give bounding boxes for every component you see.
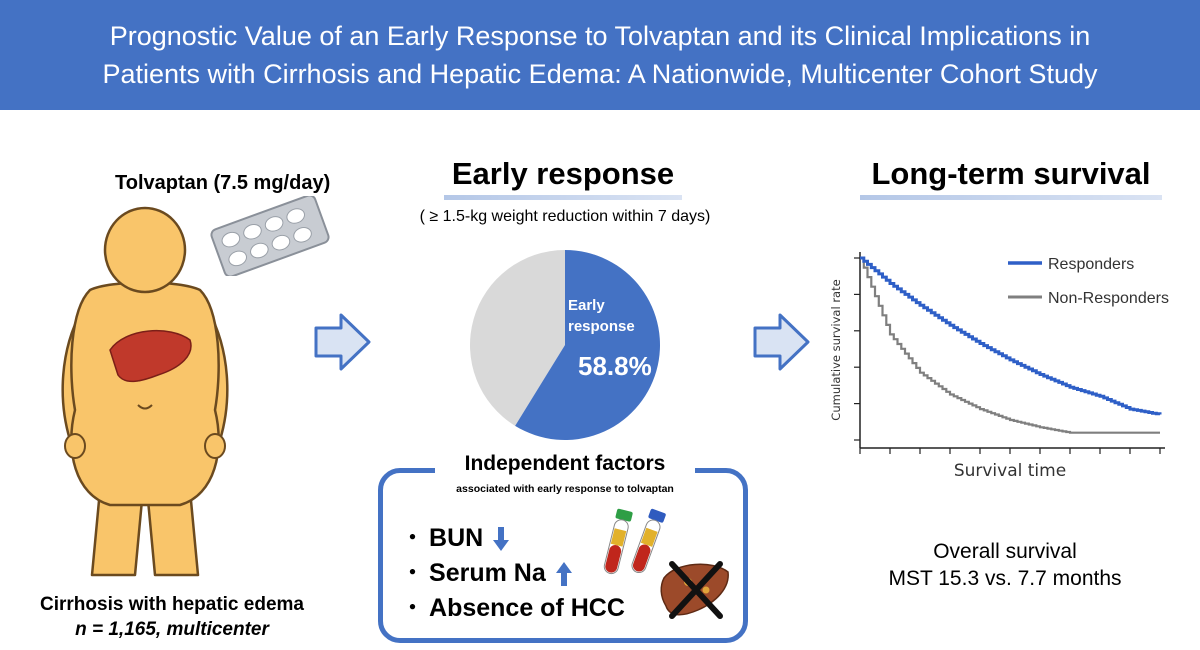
x-axis-label: Survival time bbox=[954, 461, 1066, 481]
factor-serum-na: ・Serum Na bbox=[400, 553, 572, 589]
response-criterion: ( ≥ 1.5-kg weight reduction within 7 day… bbox=[419, 208, 711, 225]
patient-figure-icon bbox=[61, 206, 229, 577]
liver-icon bbox=[109, 329, 192, 383]
pie-slice-early-response bbox=[515, 250, 660, 440]
y-axis-label: Cumulative survival rate bbox=[829, 279, 843, 420]
right-arrow-icon bbox=[753, 313, 810, 371]
title-line-2: Patients with Cirrhosis and Hepatic Edem… bbox=[102, 59, 1098, 89]
factor-label: Serum Na bbox=[429, 559, 546, 587]
factors-title: Independent factors bbox=[435, 452, 695, 476]
cohort-line-1: Cirrhosis with hepatic edema bbox=[40, 594, 304, 615]
pie-value-label: 58.8% bbox=[578, 351, 652, 381]
axis-ticks bbox=[854, 257, 1161, 454]
pie-slice-non-response bbox=[469, 250, 565, 426]
title-banner: Prognostic Value of an Early Response to… bbox=[0, 0, 1200, 110]
factors-subtitle: associated with early response to tolvap… bbox=[456, 483, 674, 495]
right-arrow-icon bbox=[314, 313, 371, 371]
factor-label: BUN bbox=[429, 524, 484, 552]
overall-survival-summary: Overall survival MST 15.3 vs. 7.7 months bbox=[840, 538, 1170, 592]
arrow-down-icon bbox=[493, 527, 510, 552]
title-line-1: Prognostic Value of an Early Response to… bbox=[109, 21, 1091, 51]
pie-label-line-1: Early bbox=[568, 297, 605, 314]
early-response-title: Early response bbox=[444, 156, 682, 200]
factor-absence-hcc: ・Absence of HCC bbox=[400, 594, 625, 622]
kaplan-meier-chart: Cumulative survival rate Survival time R… bbox=[829, 252, 1169, 481]
liver-hcc-crossed-icon bbox=[660, 561, 729, 619]
pill-pack-icon bbox=[210, 196, 330, 276]
factor-label: Absence of HCC bbox=[429, 594, 625, 622]
legend-label-responders: Responders bbox=[1048, 256, 1134, 273]
early-response-pie: Early response 58.8% bbox=[469, 250, 660, 440]
factor-bun: ・BUN bbox=[400, 518, 510, 554]
blood-tubes-icon bbox=[603, 508, 666, 575]
pie-label-line-2: response bbox=[568, 318, 635, 335]
cohort-description: Cirrhosis with hepatic edema n = 1,165, … bbox=[22, 592, 322, 642]
cohort-line-2: n = 1,165, multicenter bbox=[75, 619, 269, 640]
os-line-2: MST 15.3 vs. 7.7 months bbox=[888, 567, 1122, 590]
long-term-survival-title: Long-term survival bbox=[860, 156, 1162, 200]
legend-label-non-responders: Non-Responders bbox=[1048, 290, 1169, 307]
arrow-up-icon bbox=[555, 562, 572, 587]
os-line-1: Overall survival bbox=[933, 540, 1077, 563]
series-line-responders bbox=[860, 256, 1162, 416]
drug-label: Tolvaptan (7.5 mg/day) bbox=[115, 172, 331, 194]
series-line-non-responders bbox=[860, 256, 1160, 434]
